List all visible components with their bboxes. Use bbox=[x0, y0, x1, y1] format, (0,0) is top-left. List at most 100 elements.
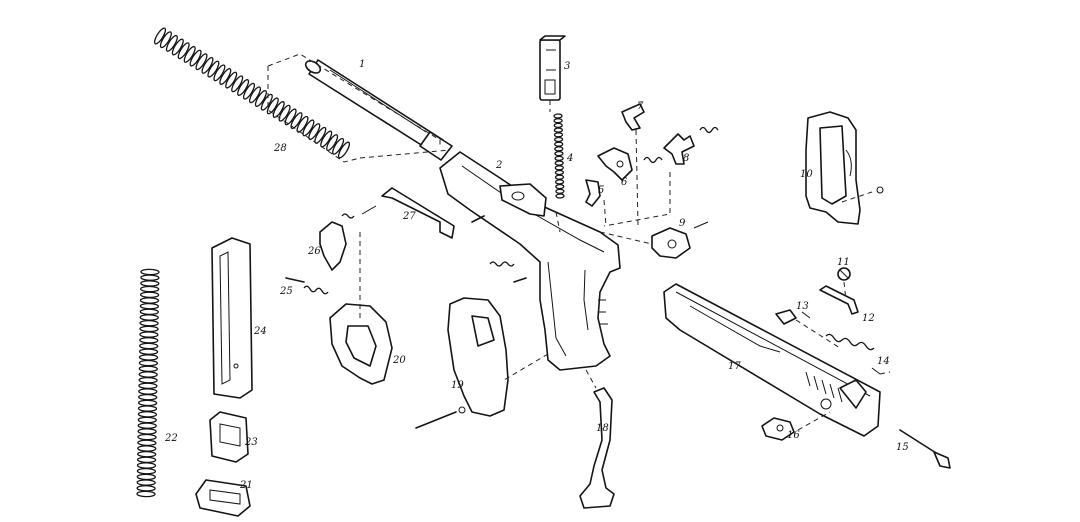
spring-coil bbox=[153, 27, 167, 45]
spring-coil bbox=[137, 416, 157, 424]
spring-coil bbox=[136, 490, 156, 498]
spring-coil bbox=[139, 308, 159, 316]
spring-coil bbox=[555, 188, 565, 194]
label-part-2: 2 bbox=[496, 160, 503, 171]
spring-coil bbox=[266, 97, 279, 115]
label-part-13: 13 bbox=[796, 301, 809, 312]
spring-coil bbox=[207, 60, 220, 78]
spring-coil bbox=[138, 371, 158, 378]
slide-part bbox=[663, 283, 881, 437]
extractor-part-12 bbox=[819, 285, 859, 315]
spring-coil bbox=[554, 146, 564, 152]
spring-coil bbox=[231, 75, 244, 93]
spring-coil bbox=[136, 479, 156, 486]
assembly-guide-lines bbox=[267, 53, 891, 431]
label-part-22: 22 bbox=[165, 433, 178, 444]
spring-coil bbox=[332, 137, 345, 155]
label-part-20: 20 bbox=[393, 355, 406, 366]
spring-coil bbox=[139, 337, 159, 344]
spring-coil bbox=[555, 183, 565, 190]
label-part-24: 24 bbox=[254, 326, 267, 337]
spring-coil bbox=[326, 134, 339, 152]
label-part-14: 14 bbox=[877, 356, 890, 367]
pin-part-25 bbox=[285, 277, 329, 295]
label-part-11: 11 bbox=[837, 257, 850, 268]
block-part-3 bbox=[539, 35, 566, 101]
trigger-guard-part bbox=[329, 303, 393, 385]
spring-coil bbox=[554, 141, 564, 147]
spring-coil bbox=[138, 376, 158, 384]
pin-part-13 bbox=[775, 309, 811, 325]
label-part-26: 26 bbox=[308, 246, 321, 257]
grip-panel-part-19 bbox=[415, 297, 509, 429]
spring-coil bbox=[189, 49, 202, 67]
label-part-23: 23 bbox=[245, 437, 258, 448]
spring-coil bbox=[137, 399, 158, 407]
label-part-4: 4 bbox=[567, 153, 574, 164]
label-part-28: 28 bbox=[274, 143, 287, 154]
spring-coil bbox=[553, 132, 564, 138]
label-part-8: 8 bbox=[683, 153, 690, 164]
spring-coil bbox=[139, 325, 159, 333]
spring-coil bbox=[302, 119, 315, 137]
label-part-19: 19 bbox=[451, 380, 464, 391]
spring-coil bbox=[248, 86, 262, 104]
spring-coil bbox=[140, 268, 160, 276]
label-part-17: 17 bbox=[728, 361, 741, 372]
spring-coil bbox=[213, 64, 226, 82]
small-pins bbox=[471, 215, 527, 283]
spring-coil bbox=[177, 42, 190, 60]
label-part-15: 15 bbox=[896, 442, 909, 453]
spring-coil bbox=[136, 485, 156, 492]
spring-coil bbox=[554, 155, 564, 162]
spring-coil bbox=[237, 79, 250, 96]
spring-coil bbox=[137, 439, 157, 447]
spring-coil bbox=[139, 342, 159, 350]
spring-coil bbox=[554, 169, 565, 176]
spring-coil bbox=[138, 388, 158, 395]
spring-coil bbox=[136, 462, 157, 469]
rear-sight-part-16 bbox=[761, 417, 795, 441]
spring-coil bbox=[136, 473, 156, 481]
spring-coil bbox=[254, 90, 267, 107]
firing-pin-spring-part bbox=[553, 113, 565, 199]
label-part-21: 21 bbox=[240, 480, 253, 491]
spring-coil bbox=[139, 331, 159, 338]
spring-coil bbox=[219, 68, 232, 85]
spring-coil bbox=[137, 428, 157, 435]
spring-coil bbox=[284, 108, 297, 126]
spring-coil bbox=[138, 354, 159, 361]
spring-coil bbox=[139, 319, 159, 327]
spring-coil bbox=[553, 127, 564, 133]
spring-coil bbox=[553, 122, 563, 129]
spring-coil bbox=[290, 112, 303, 130]
label-part-1: 1 bbox=[359, 59, 366, 70]
spring-coil bbox=[337, 141, 351, 159]
spring-coil bbox=[272, 101, 285, 118]
recoil-spring-part bbox=[153, 27, 351, 159]
label-part-16: 16 bbox=[787, 430, 800, 441]
trigger-part-26 bbox=[319, 205, 377, 271]
spring-coil bbox=[140, 274, 160, 281]
label-part-5: 5 bbox=[598, 185, 605, 196]
magazine-base-part bbox=[195, 479, 251, 517]
spring-coil bbox=[136, 467, 157, 475]
label-part-7: 7 bbox=[637, 101, 644, 112]
spring-part-14 bbox=[825, 333, 881, 375]
spring-coil bbox=[201, 56, 214, 74]
label-part-6: 6 bbox=[621, 177, 628, 188]
safety-part-9 bbox=[651, 221, 709, 259]
spring-coil bbox=[308, 123, 321, 141]
spring-coil bbox=[225, 71, 238, 89]
spring-coil bbox=[138, 365, 158, 373]
spring-coil bbox=[139, 302, 160, 310]
magazine-part bbox=[211, 237, 253, 399]
spring-coil bbox=[183, 45, 196, 63]
spring-coil bbox=[136, 456, 157, 464]
spring-coil bbox=[554, 165, 564, 171]
spring-coil bbox=[137, 433, 157, 441]
spring-coil bbox=[137, 445, 157, 452]
magazine-follower-part bbox=[209, 411, 249, 463]
